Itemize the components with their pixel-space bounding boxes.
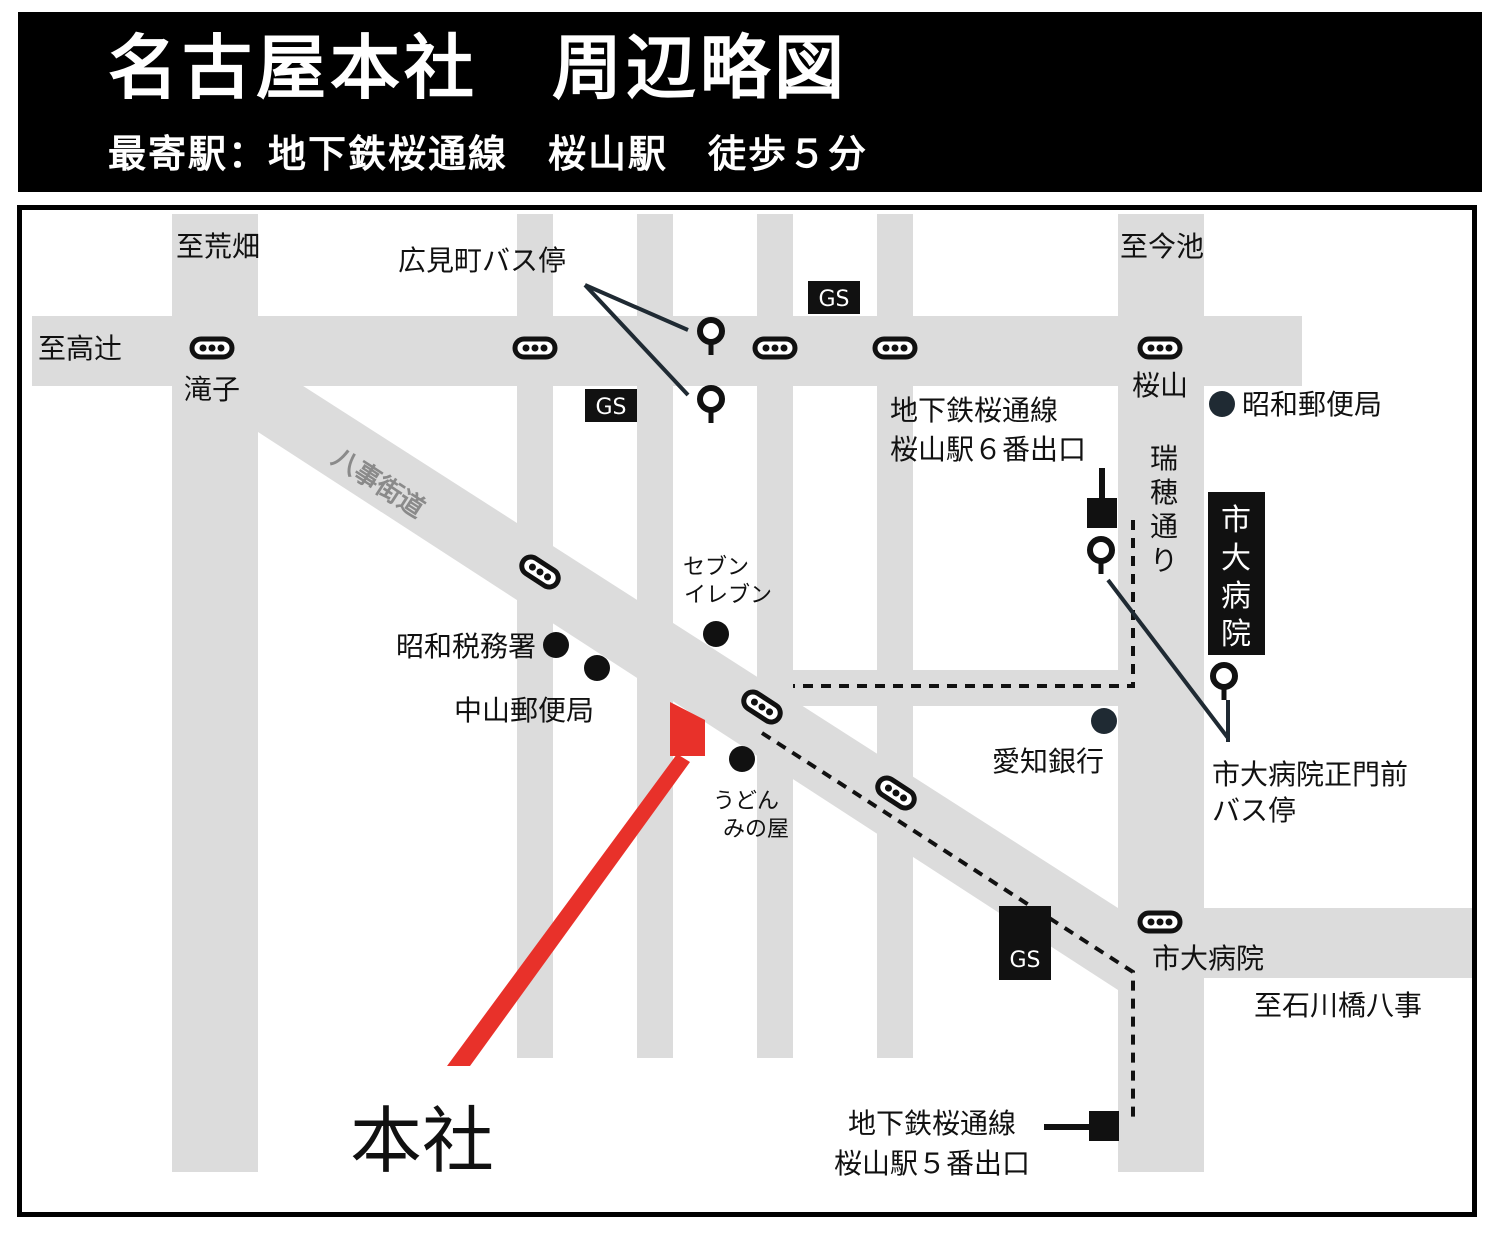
map-frame	[17, 205, 1477, 1217]
showa-post-dot	[1209, 391, 1235, 417]
exit5-marker	[1089, 1111, 1119, 1141]
leader-line	[583, 283, 690, 397]
udon-label-line2: みの屋	[723, 817, 789, 842]
shidai-bus-char: 大	[1221, 541, 1251, 576]
direction-arahata: 至荒畑	[176, 230, 260, 263]
direction-takatsuji: 至高辻	[38, 332, 122, 365]
station-exits	[1044, 468, 1119, 1141]
direction-ishikawabashi: 至石川橋八事	[1254, 989, 1422, 1022]
bus-stop-hirome: 広見町バス停	[398, 244, 566, 277]
signal-icon	[755, 339, 795, 357]
shidai-bus-sign	[1208, 492, 1265, 655]
exit5-label: 地下鉄桜通線	[848, 1107, 1016, 1140]
exit6-label: 地下鉄桜通線	[890, 394, 1058, 427]
seven-eleven-label-line2: イレブン	[684, 583, 772, 608]
route-dotted-north	[793, 520, 1135, 688]
hq-flag	[670, 702, 705, 756]
tax-office-dot	[543, 632, 569, 658]
street-mizuho-char: 穂	[1150, 476, 1178, 509]
seven-eleven-label: セブン	[683, 555, 749, 580]
nakayama-post-dot	[584, 655, 610, 681]
signal-icon	[1140, 339, 1180, 357]
gs-box	[999, 906, 1051, 980]
walking-routes	[760, 520, 1135, 1120]
exit6-stem	[1099, 468, 1105, 500]
map-header: 名古屋本社 周辺略図 最寄駅：地下鉄桜通線 桜山駅 徒歩５分	[18, 12, 1482, 192]
headquarters-label: 本社	[350, 1099, 494, 1183]
signal-icon	[515, 339, 555, 357]
tax-office-label: 昭和税務署	[396, 630, 536, 663]
intersection-sakurayama: 桜山	[1132, 369, 1188, 402]
shidai-bus-char: 院	[1221, 617, 1251, 652]
intersection-shidai: 市大病院	[1152, 942, 1264, 975]
headquarters-marker	[447, 702, 705, 1066]
gs-box	[585, 389, 637, 422]
gs-label: GS	[595, 395, 626, 420]
bus-stop-icon	[1213, 665, 1235, 700]
exit5-label-line2: 桜山駅５番出口	[834, 1147, 1030, 1180]
bus-stop-shidai-seimon-line2: バス停	[1212, 794, 1296, 827]
gas-stations: GS GS GS	[585, 281, 1051, 980]
exit6-marker	[1087, 498, 1117, 528]
aichi-bank-dot	[1091, 708, 1117, 734]
map-title: 名古屋本社 周辺略図	[108, 27, 848, 109]
street-mizuho-char: り	[1150, 544, 1178, 577]
showa-post-label: 昭和郵便局	[1242, 388, 1382, 421]
street-mizuho-char: 通	[1150, 510, 1178, 543]
gs-label: GS	[818, 287, 849, 312]
landmark-dots	[543, 391, 1235, 772]
leader-line	[1106, 578, 1230, 740]
street-mizuho-char: 瑞	[1150, 442, 1178, 475]
aichi-bank-label: 愛知銀行	[992, 745, 1104, 778]
seven-eleven-dot	[703, 621, 729, 647]
shidai-bus-char: 病	[1221, 579, 1251, 614]
udon-dot	[729, 746, 755, 772]
bus-stop-icon	[700, 388, 722, 423]
route-dotted-south	[760, 731, 1135, 1120]
signal-icon	[192, 339, 232, 357]
bus-stops	[583, 283, 1235, 742]
bus-stop-icon	[1090, 539, 1112, 574]
exit6-label-line2: 桜山駅６番出口	[890, 433, 1086, 466]
signal-icon	[875, 339, 915, 357]
intersection-takiko: 滝子	[184, 373, 240, 406]
nakayama-post-label: 中山郵便局	[454, 694, 594, 727]
gs-label: GS	[1009, 948, 1040, 973]
direction-imaike: 至今池	[1120, 230, 1204, 263]
leader-line	[584, 283, 689, 332]
hq-pointer	[447, 754, 690, 1066]
shidai-bus-char: 市	[1221, 503, 1251, 538]
road-hachiji-kaido	[258, 375, 1118, 990]
exit5-stem	[1044, 1124, 1090, 1130]
udon-label: うどん	[713, 789, 779, 814]
bus-stop-shidai-seimon: 市大病院正門前	[1212, 758, 1408, 791]
signal-icon	[1140, 913, 1180, 931]
gs-box	[808, 281, 860, 314]
nearest-station-info: 最寄駅：地下鉄桜通線 桜山駅 徒歩５分	[108, 132, 869, 176]
